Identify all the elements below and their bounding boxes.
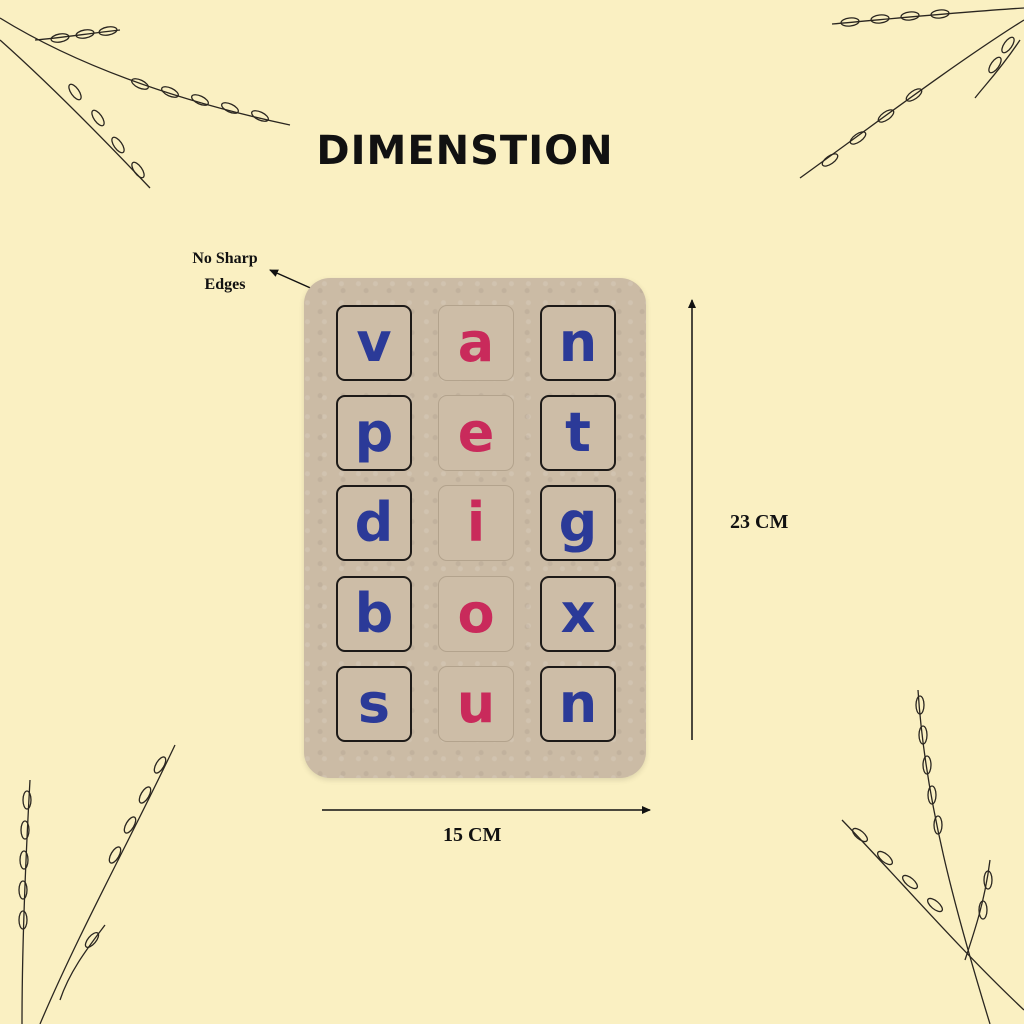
- letter-tile[interactable]: d: [336, 485, 412, 561]
- letter-tile[interactable]: b: [336, 576, 412, 652]
- letter-tile[interactable]: i: [438, 485, 514, 561]
- letter-tile[interactable]: p: [336, 395, 412, 471]
- letter-tile[interactable]: o: [438, 576, 514, 652]
- callout-arrow: [269, 269, 316, 291]
- letter-tile[interactable]: s: [336, 666, 412, 742]
- letter-tile[interactable]: x: [540, 576, 616, 652]
- letter-tile[interactable]: n: [540, 666, 616, 742]
- callout-label: No Sharp Edges: [180, 246, 270, 298]
- letter-tile[interactable]: g: [540, 485, 616, 561]
- sprig-bottom-left-icon: [18, 744, 176, 1024]
- width-label: 15 CM: [443, 824, 502, 846]
- letter-tile[interactable]: n: [540, 305, 616, 381]
- letter-tile[interactable]: v: [336, 305, 412, 381]
- letter-tile[interactable]: e: [438, 395, 514, 471]
- letter-tile[interactable]: a: [438, 305, 514, 381]
- letter-tile[interactable]: u: [438, 666, 514, 742]
- page-title: DIMENSTION: [316, 128, 614, 174]
- sprig-top-right-icon: [799, 7, 1024, 179]
- sprig-top-left-icon: [0, 17, 291, 189]
- callout-line-1: No Sharp: [192, 250, 258, 267]
- letter-tile[interactable]: t: [540, 395, 616, 471]
- callout-line-2: Edges: [204, 276, 246, 293]
- sprig-bottom-right-icon: [841, 689, 1024, 1024]
- height-label: 23 CM: [730, 511, 789, 533]
